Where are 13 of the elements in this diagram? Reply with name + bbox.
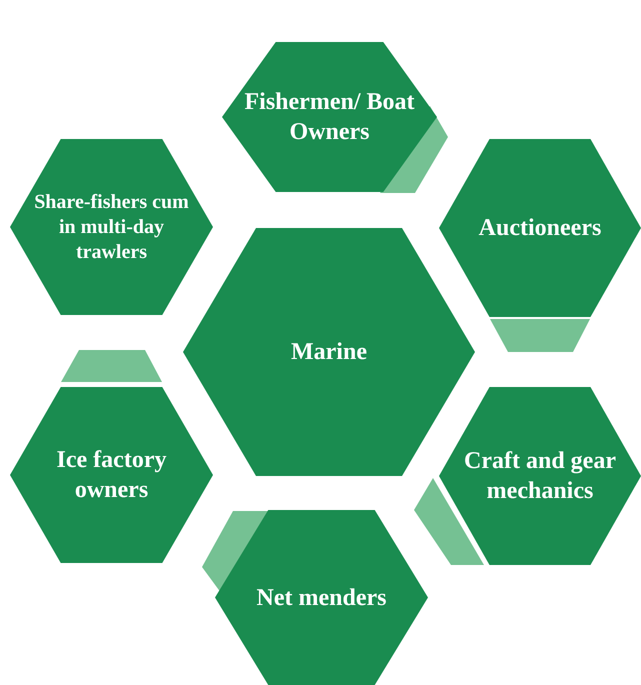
hexagon-node xyxy=(439,387,641,565)
hexagon-node xyxy=(439,139,641,317)
node-label: Share-fishers cum in multi-day trawlers xyxy=(33,190,190,264)
hexagon-node xyxy=(222,42,437,192)
hexagon-node xyxy=(10,139,213,315)
node-label: Net menders xyxy=(256,584,388,612)
node-label: Fishermen/ Boat Owners xyxy=(244,88,414,147)
node-label: Marine xyxy=(290,338,368,367)
node-label: Auctioneers xyxy=(478,214,602,243)
node-label: Ice factory owners xyxy=(56,446,168,505)
node-label: Craft and gear mechanics xyxy=(463,447,617,506)
hexagon-node xyxy=(10,387,213,563)
hexagon-node xyxy=(215,510,428,685)
